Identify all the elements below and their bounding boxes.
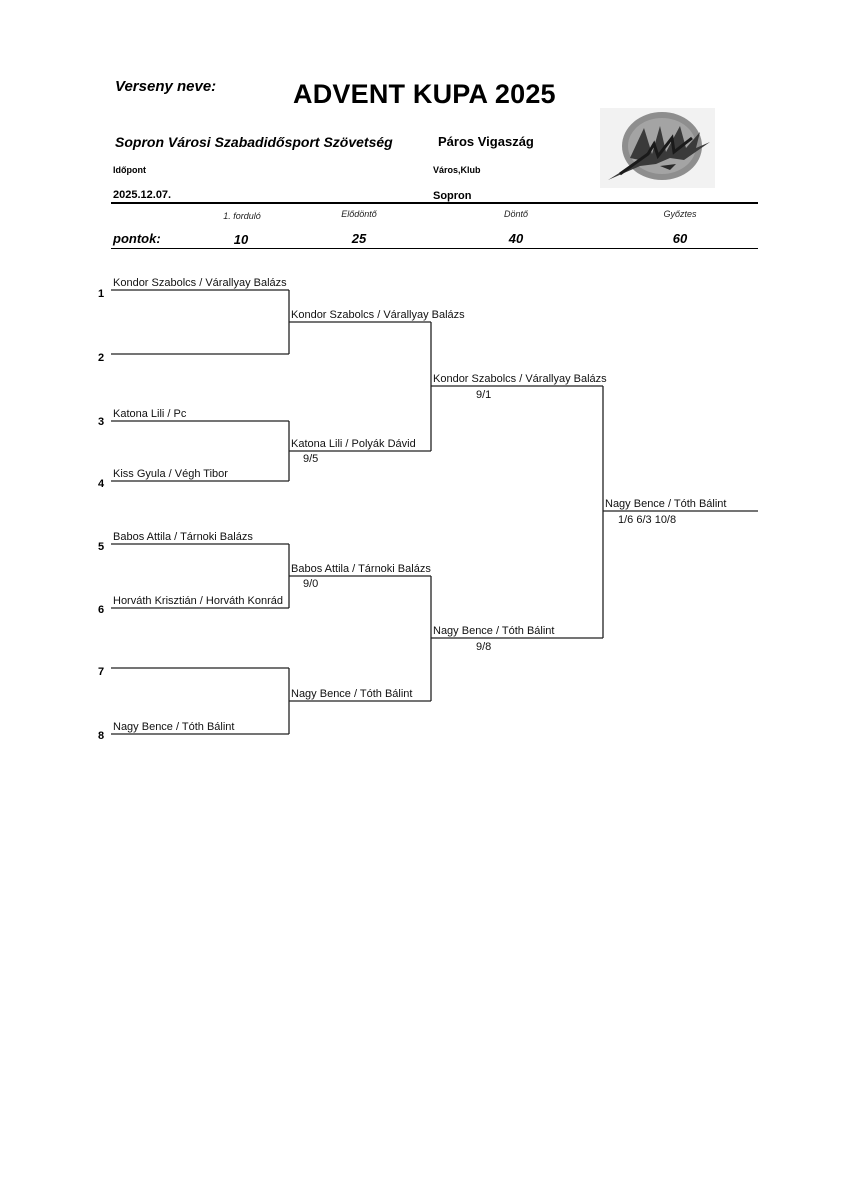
- mtssz-logo-icon: [600, 108, 715, 188]
- date-label: Időpont: [113, 165, 146, 175]
- round2-team: Kondor Szabolcs / Várallyay Balázs: [291, 309, 465, 321]
- round3-team: Kondor Szabolcs / Várallyay Balázs: [433, 373, 607, 385]
- round1-team: Kondor Szabolcs / Várallyay Balázs: [113, 277, 287, 289]
- points-semifinal: 25: [351, 231, 367, 246]
- city-value: Sopron: [433, 190, 472, 202]
- date-value: 2025.12.07.: [113, 189, 172, 201]
- round-heading-1: 1. forduló: [223, 211, 261, 221]
- organization-name: Sopron Városi Szabadidősport Szövetség: [115, 134, 393, 150]
- header-divider: [111, 202, 758, 204]
- round2-team: Babos Attila / Tárnoki Balázs: [291, 563, 431, 575]
- round2-score: 9/0: [303, 578, 319, 590]
- points-round1: 10: [233, 232, 249, 247]
- seed-number: 1: [98, 288, 105, 300]
- winner-score: 1/6 6/3 10/8: [618, 514, 677, 526]
- points-label: pontok:: [113, 231, 161, 246]
- seed-number: 7: [98, 666, 105, 678]
- seed-number: 3: [98, 416, 105, 428]
- round-heading-winner: Győztes: [663, 209, 697, 219]
- round2-team: Katona Lili / Polyák Dávid: [291, 438, 416, 450]
- competition-label: Verseny neve:: [115, 78, 217, 95]
- seed-number: 8: [98, 730, 105, 742]
- round2-team: Nagy Bence / Tóth Bálint: [291, 688, 413, 700]
- seed-number: 4: [98, 478, 105, 490]
- winner-team: Nagy Bence / Tóth Bálint: [605, 498, 727, 510]
- seed-number: 5: [98, 541, 105, 553]
- round1-team: Katona Lili / Pc: [113, 408, 187, 420]
- round1-team: Babos Attila / Tárnoki Balázs: [113, 531, 253, 543]
- round2-score: 9/5: [303, 453, 319, 465]
- round3-score: 9/8: [476, 641, 492, 653]
- competition-title: ADVENT KUPA 2025: [293, 79, 556, 109]
- points-divider: [111, 248, 758, 249]
- city-label: Város,Klub: [433, 165, 481, 175]
- round1-team: Horváth Krisztián / Horváth Konrád: [113, 595, 283, 607]
- round3-score: 9/1: [476, 389, 492, 401]
- round-heading-semifinal: Elődöntő: [341, 209, 377, 219]
- category-name: Páros Vigaszág: [438, 134, 534, 149]
- round1-team: Kiss Gyula / Végh Tibor: [113, 468, 228, 480]
- round3-team: Nagy Bence / Tóth Bálint: [433, 625, 555, 637]
- round-heading-final: Döntő: [503, 209, 529, 219]
- points-winner: 60: [672, 231, 688, 246]
- round1-team: Nagy Bence / Tóth Bálint: [113, 721, 235, 733]
- seed-number: 2: [98, 352, 105, 364]
- seed-number: 6: [98, 604, 105, 616]
- points-final: 40: [508, 231, 524, 246]
